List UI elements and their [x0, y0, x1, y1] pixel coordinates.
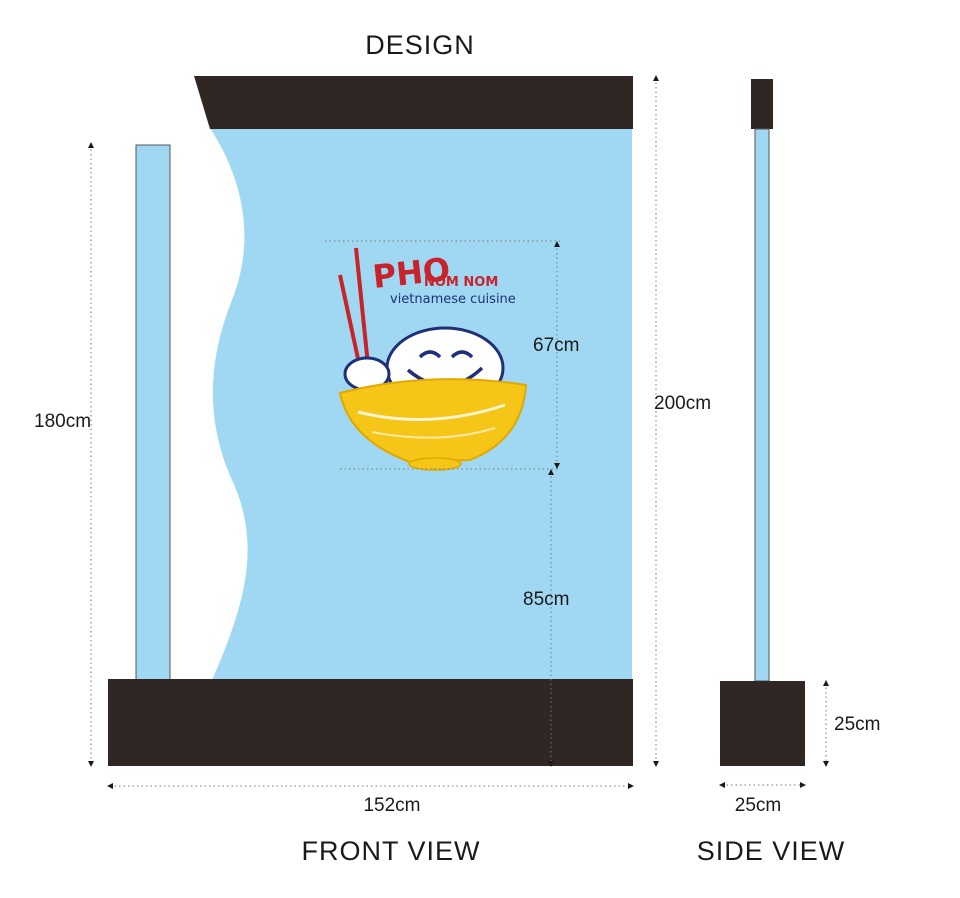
width-label: 152cm — [363, 795, 420, 816]
side-top-bar — [751, 79, 773, 129]
pole-height-label: 180cm — [34, 411, 91, 432]
side-view-label: SIDE VIEW — [697, 836, 846, 866]
logo-bottom-label: 85cm — [523, 589, 569, 610]
front-base — [108, 679, 633, 766]
base-depth-label: 25cm — [735, 795, 781, 816]
logo-tagline: vietnamese cuisine — [390, 292, 516, 307]
side-base — [720, 681, 805, 766]
front-pole — [135, 144, 171, 686]
pho-logo: PHO NOM NOM vietnamese cuisine — [338, 247, 528, 471]
chopstick-icon — [338, 274, 362, 369]
front-view-label: FRONT VIEW — [301, 836, 480, 866]
top-bar — [194, 76, 633, 129]
side-pole — [754, 128, 770, 682]
design-title: DESIGN — [365, 30, 475, 60]
chopstick-icon — [354, 247, 370, 366]
base-height-label: 25cm — [834, 714, 880, 735]
total-height-label: 200cm — [654, 393, 711, 414]
logo-height-label: 67cm — [533, 335, 579, 356]
logo-word-nomnom: NOM NOM — [424, 275, 498, 290]
logo-word-pho: PHO — [371, 250, 452, 296]
